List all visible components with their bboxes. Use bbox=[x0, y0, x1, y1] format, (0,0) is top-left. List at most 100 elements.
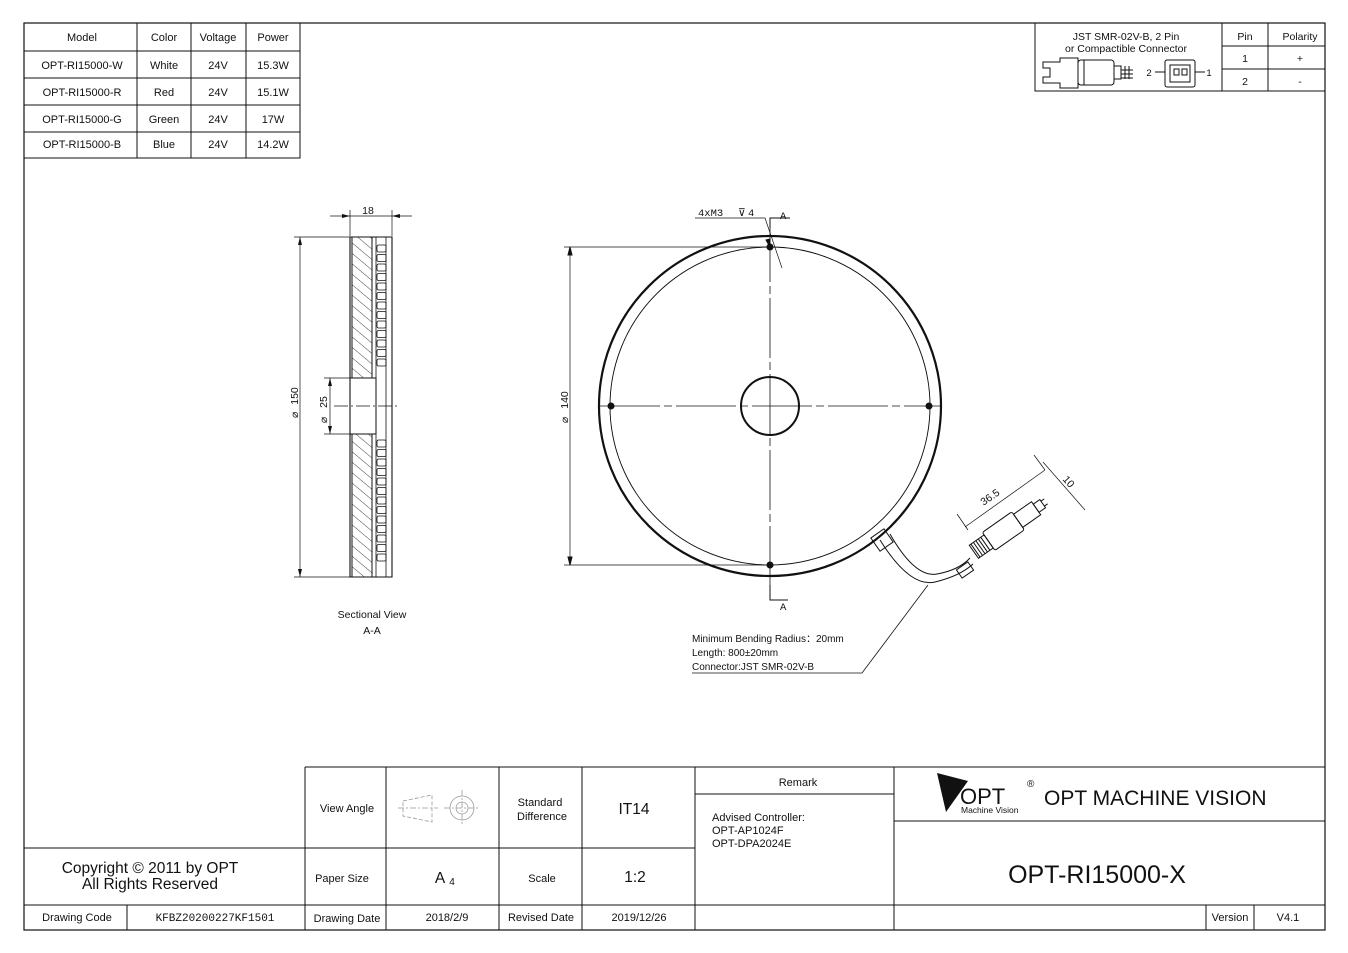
led-cell bbox=[376, 449, 387, 457]
logo-text: OPT bbox=[960, 784, 1005, 809]
model-table-cell: White bbox=[150, 60, 178, 72]
model-table-cell: 24V bbox=[208, 87, 228, 99]
model-table-cell: 15.1W bbox=[257, 87, 289, 99]
connector-cell: 1 bbox=[1242, 53, 1248, 65]
connector-cell: - bbox=[1298, 76, 1302, 88]
led-cell bbox=[376, 339, 387, 348]
led-cell bbox=[376, 349, 387, 357]
led-cell bbox=[376, 477, 387, 486]
led-cell bbox=[376, 244, 387, 253]
connector-cell: + bbox=[1297, 53, 1303, 65]
model-table-header-voltage: Voltage bbox=[200, 32, 237, 44]
model-table-cell: 15.3W bbox=[257, 60, 289, 72]
model-table-cell: OPT-RI15000-W bbox=[41, 60, 123, 72]
dim-diameter-25-symbol: ⌀ bbox=[318, 416, 330, 423]
scale-label: Scale bbox=[528, 873, 556, 885]
model-table-cell: OPT-RI15000-B bbox=[43, 139, 121, 151]
led-cell bbox=[376, 506, 387, 514]
logo-subtitle: Machine Vision bbox=[961, 805, 1019, 815]
dim-diameter-150-symbol: ⌀ bbox=[289, 411, 301, 418]
copyright-line1: Copyright © 2011 by OPT bbox=[62, 860, 239, 877]
standard-label-line2: Difference bbox=[517, 811, 567, 823]
revised-date-label: Revised Date bbox=[508, 912, 574, 924]
remark-label: Remark bbox=[779, 777, 818, 789]
drawing-date-label: Drawing Date bbox=[314, 913, 381, 925]
led-cell bbox=[376, 358, 387, 367]
model-table-cell: OPT-RI15000-R bbox=[43, 87, 122, 99]
sheet-border bbox=[23, 22, 1326, 931]
led-cell bbox=[376, 263, 387, 272]
company-name: OPT MACHINE VISION bbox=[1044, 787, 1266, 810]
cable-note-line2: Length: 800±20mm bbox=[692, 648, 778, 659]
led-cell bbox=[376, 515, 387, 524]
sectional-view-section: A-A bbox=[363, 625, 381, 637]
version-label: Version bbox=[1212, 912, 1249, 924]
standard-label-line1: Standard bbox=[518, 797, 563, 809]
sectional-view: 18 ⌀ 150 ⌀ 25 Sectional View A-A bbox=[289, 205, 412, 637]
led-array-top bbox=[376, 244, 387, 367]
led-cell bbox=[376, 273, 387, 281]
remark-line3: OPT-DPA2024E bbox=[712, 838, 791, 850]
section-mark-bottom: A bbox=[780, 602, 787, 614]
drawing-code-value: KFBZ20200227KF1501 bbox=[156, 913, 275, 925]
model-table-cell: Red bbox=[154, 87, 174, 99]
connector-header-polarity: Polarity bbox=[1282, 31, 1318, 43]
model-table-header-model: Model bbox=[67, 32, 97, 44]
model-table bbox=[23, 22, 301, 159]
cable-note-line3: Connector:JST SMR-02V-B bbox=[692, 662, 814, 673]
connector-cell: 2 bbox=[1242, 76, 1248, 88]
model-table-cell: 14.2W bbox=[257, 139, 289, 151]
led-cell bbox=[376, 525, 387, 533]
connector-drawing bbox=[1042, 57, 1205, 89]
drawing-code-label: Drawing Code bbox=[42, 912, 112, 924]
dim-depth-symbol: ⊽ bbox=[738, 207, 746, 220]
dim-diameter-150: 150 bbox=[289, 387, 301, 405]
dim-hole-depth: 4 bbox=[748, 208, 754, 220]
dim-diameter-140-symbol: ⌀ bbox=[559, 416, 571, 423]
front-view bbox=[564, 217, 1086, 674]
led-cell bbox=[376, 254, 387, 262]
third-angle-projection-icon bbox=[398, 790, 480, 826]
connector-pin-label-2: 2 bbox=[1146, 68, 1151, 79]
model-table-cell: 24V bbox=[208, 139, 228, 151]
dim-holes-label: 4xM3 bbox=[698, 208, 723, 220]
dim-diameter-140: 140 bbox=[559, 391, 571, 409]
model-table-cell: Blue bbox=[153, 139, 175, 151]
led-cell bbox=[376, 330, 387, 338]
remark-line1: Advised Controller: bbox=[712, 812, 805, 824]
standard-value: IT14 bbox=[618, 801, 649, 818]
led-cell bbox=[376, 458, 387, 467]
model-table-cell: 17W bbox=[262, 114, 285, 126]
led-cell bbox=[376, 487, 387, 495]
connector-header-pin: Pin bbox=[1237, 31, 1252, 43]
sectional-view-label: Sectional View bbox=[338, 609, 407, 621]
cable-note-line1: Minimum Bending Radius：20mm bbox=[692, 634, 844, 645]
drawing-date-value: 2018/2/9 bbox=[426, 912, 469, 924]
led-cell bbox=[376, 468, 387, 476]
led-cell bbox=[376, 320, 387, 329]
connector-title-line1: JST SMR-02V-B, 2 Pin bbox=[1073, 31, 1180, 43]
led-cell bbox=[376, 544, 387, 552]
connector-title-line2: or Compactible Connector bbox=[1065, 43, 1187, 55]
led-cell bbox=[376, 553, 387, 562]
dim-cable-10: 10 bbox=[1060, 474, 1077, 491]
opt-logo-icon bbox=[937, 773, 968, 812]
dim-diameter-25: 25 bbox=[318, 396, 330, 408]
model-table-cell: 24V bbox=[208, 114, 228, 126]
led-cell bbox=[376, 301, 387, 310]
connector-pin-label-1: 1 bbox=[1206, 68, 1211, 79]
dim-width-18: 18 bbox=[362, 205, 374, 217]
model-table-cell: Green bbox=[149, 114, 180, 126]
led-cell bbox=[376, 311, 387, 319]
version-value: V4.1 bbox=[1277, 912, 1300, 924]
model-table-cell: OPT-RI15000-G bbox=[42, 114, 121, 126]
title-block bbox=[24, 766, 1325, 930]
remark-line2: OPT-AP1024F bbox=[712, 825, 784, 837]
led-cell bbox=[376, 534, 387, 543]
model-table-header-power: Power bbox=[257, 32, 289, 44]
led-array-bottom bbox=[376, 439, 387, 562]
dim-cable-36-5: 36.5 bbox=[978, 487, 1002, 509]
led-cell bbox=[376, 282, 387, 291]
section-mark-top: A bbox=[780, 211, 787, 223]
